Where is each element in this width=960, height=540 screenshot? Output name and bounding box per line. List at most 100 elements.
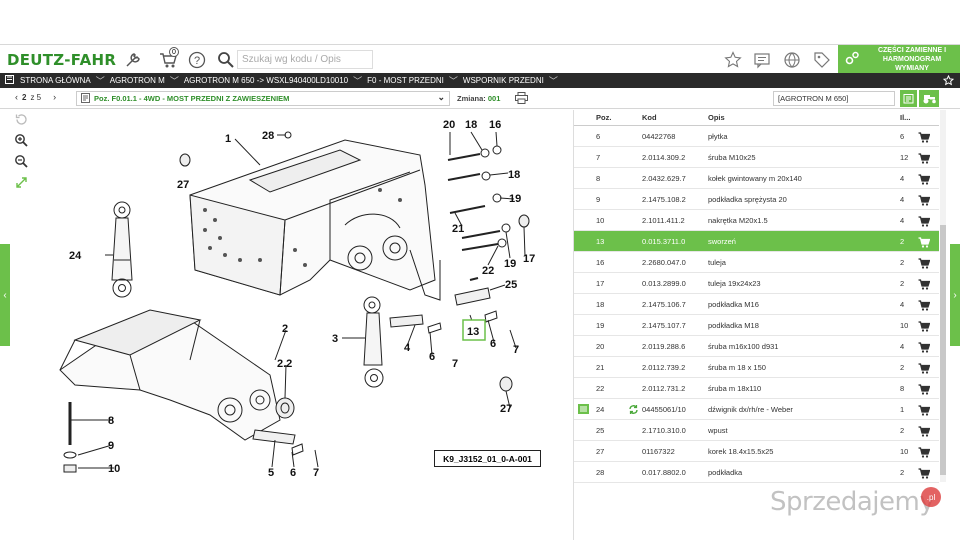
add-to-cart-icon[interactable] — [918, 342, 931, 353]
add-to-cart-icon[interactable] — [918, 132, 931, 143]
row-code: 2.1475.108.2 — [642, 195, 686, 204]
search-icon[interactable] — [215, 49, 237, 71]
exploded-parts-diagram: 1 28 20 18 16 27 18 19 24 21 22 19 17 25… — [59, 119, 535, 479]
tag-icon[interactable] — [811, 49, 833, 71]
prev-page-icon[interactable]: ‹ — [15, 92, 18, 102]
chevron-down-icon: ﹀ — [353, 76, 363, 86]
row-pos: 16 — [596, 258, 605, 267]
parts-list-button[interactable] — [900, 90, 917, 107]
add-to-cart-icon[interactable] — [918, 300, 931, 311]
globe-icon[interactable] — [781, 49, 803, 71]
position-title: Poz. F0.01.1 - 4WD - MOST PRZEDNI Z ZAWI… — [94, 94, 290, 103]
cart-icon[interactable]: 0 — [158, 47, 180, 71]
svg-text:24: 24 — [69, 250, 82, 262]
parts-scrollbar-thumb[interactable] — [940, 225, 946, 475]
row-code: 04455061/10 — [642, 405, 686, 414]
row-pos: 10 — [596, 216, 605, 225]
row-qty: 1 — [900, 405, 905, 414]
next-position-tab[interactable]: › — [950, 244, 960, 346]
parts-scrollbar[interactable] — [940, 110, 946, 482]
details-grid-icon[interactable] — [578, 404, 589, 416]
catalog-icon[interactable] — [5, 75, 14, 86]
row-desc: korek 18.4x15.5x25 — [708, 447, 774, 456]
row-desc: śruba m16x100 d931 — [708, 342, 779, 351]
figure-id-label: K9_J3152_01_0-A-001 — [434, 450, 541, 467]
add-to-cart-icon[interactable] — [918, 237, 931, 248]
svg-text:16: 16 — [489, 119, 501, 131]
tractor-icon[interactable] — [919, 90, 939, 107]
breadcrumb-model[interactable]: AGROTRON M 650 -> WSXL940400LD10010﹀ — [183, 76, 363, 86]
chevron-down-icon: ﹀ — [548, 76, 558, 86]
add-to-cart-icon[interactable] — [918, 468, 931, 479]
add-to-cart-icon[interactable] — [918, 426, 931, 437]
breadcrumb-group[interactable]: F0 - MOST PRZEDNI﹀ — [367, 76, 458, 86]
next-page-icon[interactable]: › — [53, 92, 57, 102]
position-select[interactable]: Poz. F0.01.1 - 4WD - MOST PRZEDNI Z ZAWI… — [76, 91, 450, 106]
row-code: 2.2680.047.0 — [642, 258, 686, 267]
page-current[interactable]: 2 — [22, 92, 27, 102]
breadcrumb-subgroup[interactable]: WSPORNIK PRZEDNI﹀ — [462, 76, 558, 86]
row-pos: 18 — [596, 300, 605, 309]
col-code[interactable]: Kod — [642, 113, 657, 122]
favorite-star-icon[interactable] — [722, 49, 744, 71]
add-to-cart-icon[interactable] — [918, 153, 931, 164]
search-input[interactable] — [237, 50, 373, 69]
add-to-cart-icon[interactable] — [918, 279, 931, 290]
bookmark-star-icon[interactable] — [942, 74, 955, 88]
row-qty: 2 — [900, 426, 905, 435]
fit-screen-icon[interactable] — [13, 174, 29, 190]
add-to-cart-icon[interactable] — [918, 195, 931, 206]
breadcrumb-model-series[interactable]: AGROTRON M﹀ — [109, 76, 179, 86]
add-to-cart-icon[interactable] — [918, 405, 931, 416]
row-pos: 22 — [596, 384, 605, 393]
rotate-icon[interactable] — [13, 111, 29, 127]
col-qty[interactable]: Il... — [900, 113, 911, 122]
add-to-cart-icon[interactable] — [918, 216, 931, 227]
row-desc: nakrętka M20x1.5 — [708, 216, 768, 225]
messages-icon[interactable] — [751, 49, 773, 71]
spare-parts-schedule-button[interactable]: CZĘŚCI ZAMIENNE I HARMONOGRAM WYMIANY — [838, 45, 960, 74]
add-to-cart-icon[interactable] — [918, 363, 931, 374]
diagram-tools — [13, 111, 29, 195]
model-filter-input[interactable] — [773, 91, 895, 106]
col-pos[interactable]: Poz. — [596, 113, 612, 122]
add-to-cart-icon[interactable] — [918, 321, 931, 332]
chevron-left-icon: ‹ — [3, 289, 7, 301]
change-value: 001 — [487, 94, 501, 103]
row-qty: 6 — [900, 132, 905, 141]
tools-icon[interactable] — [122, 49, 144, 71]
svg-text:8: 8 — [108, 415, 114, 427]
help-icon[interactable]: ? — [186, 49, 208, 71]
add-to-cart-icon[interactable] — [918, 258, 931, 269]
print-icon[interactable] — [515, 92, 528, 106]
zoom-out-icon[interactable] — [13, 153, 29, 169]
zoom-in-icon[interactable] — [13, 132, 29, 148]
row-pos: 20 — [596, 342, 605, 351]
brand-logo[interactable]: DEUTZ-FAHR — [7, 51, 117, 69]
replacement-arrows-icon[interactable] — [628, 404, 639, 417]
prev-position-tab[interactable]: ‹ — [0, 244, 10, 346]
col-desc[interactable]: Opis — [708, 113, 725, 122]
add-to-cart-icon[interactable] — [918, 447, 931, 458]
add-to-cart-icon[interactable] — [918, 174, 931, 185]
add-to-cart-icon[interactable] — [918, 384, 931, 395]
breadcrumb-home[interactable]: STRONA GŁÓWNA﹀ — [20, 76, 105, 86]
